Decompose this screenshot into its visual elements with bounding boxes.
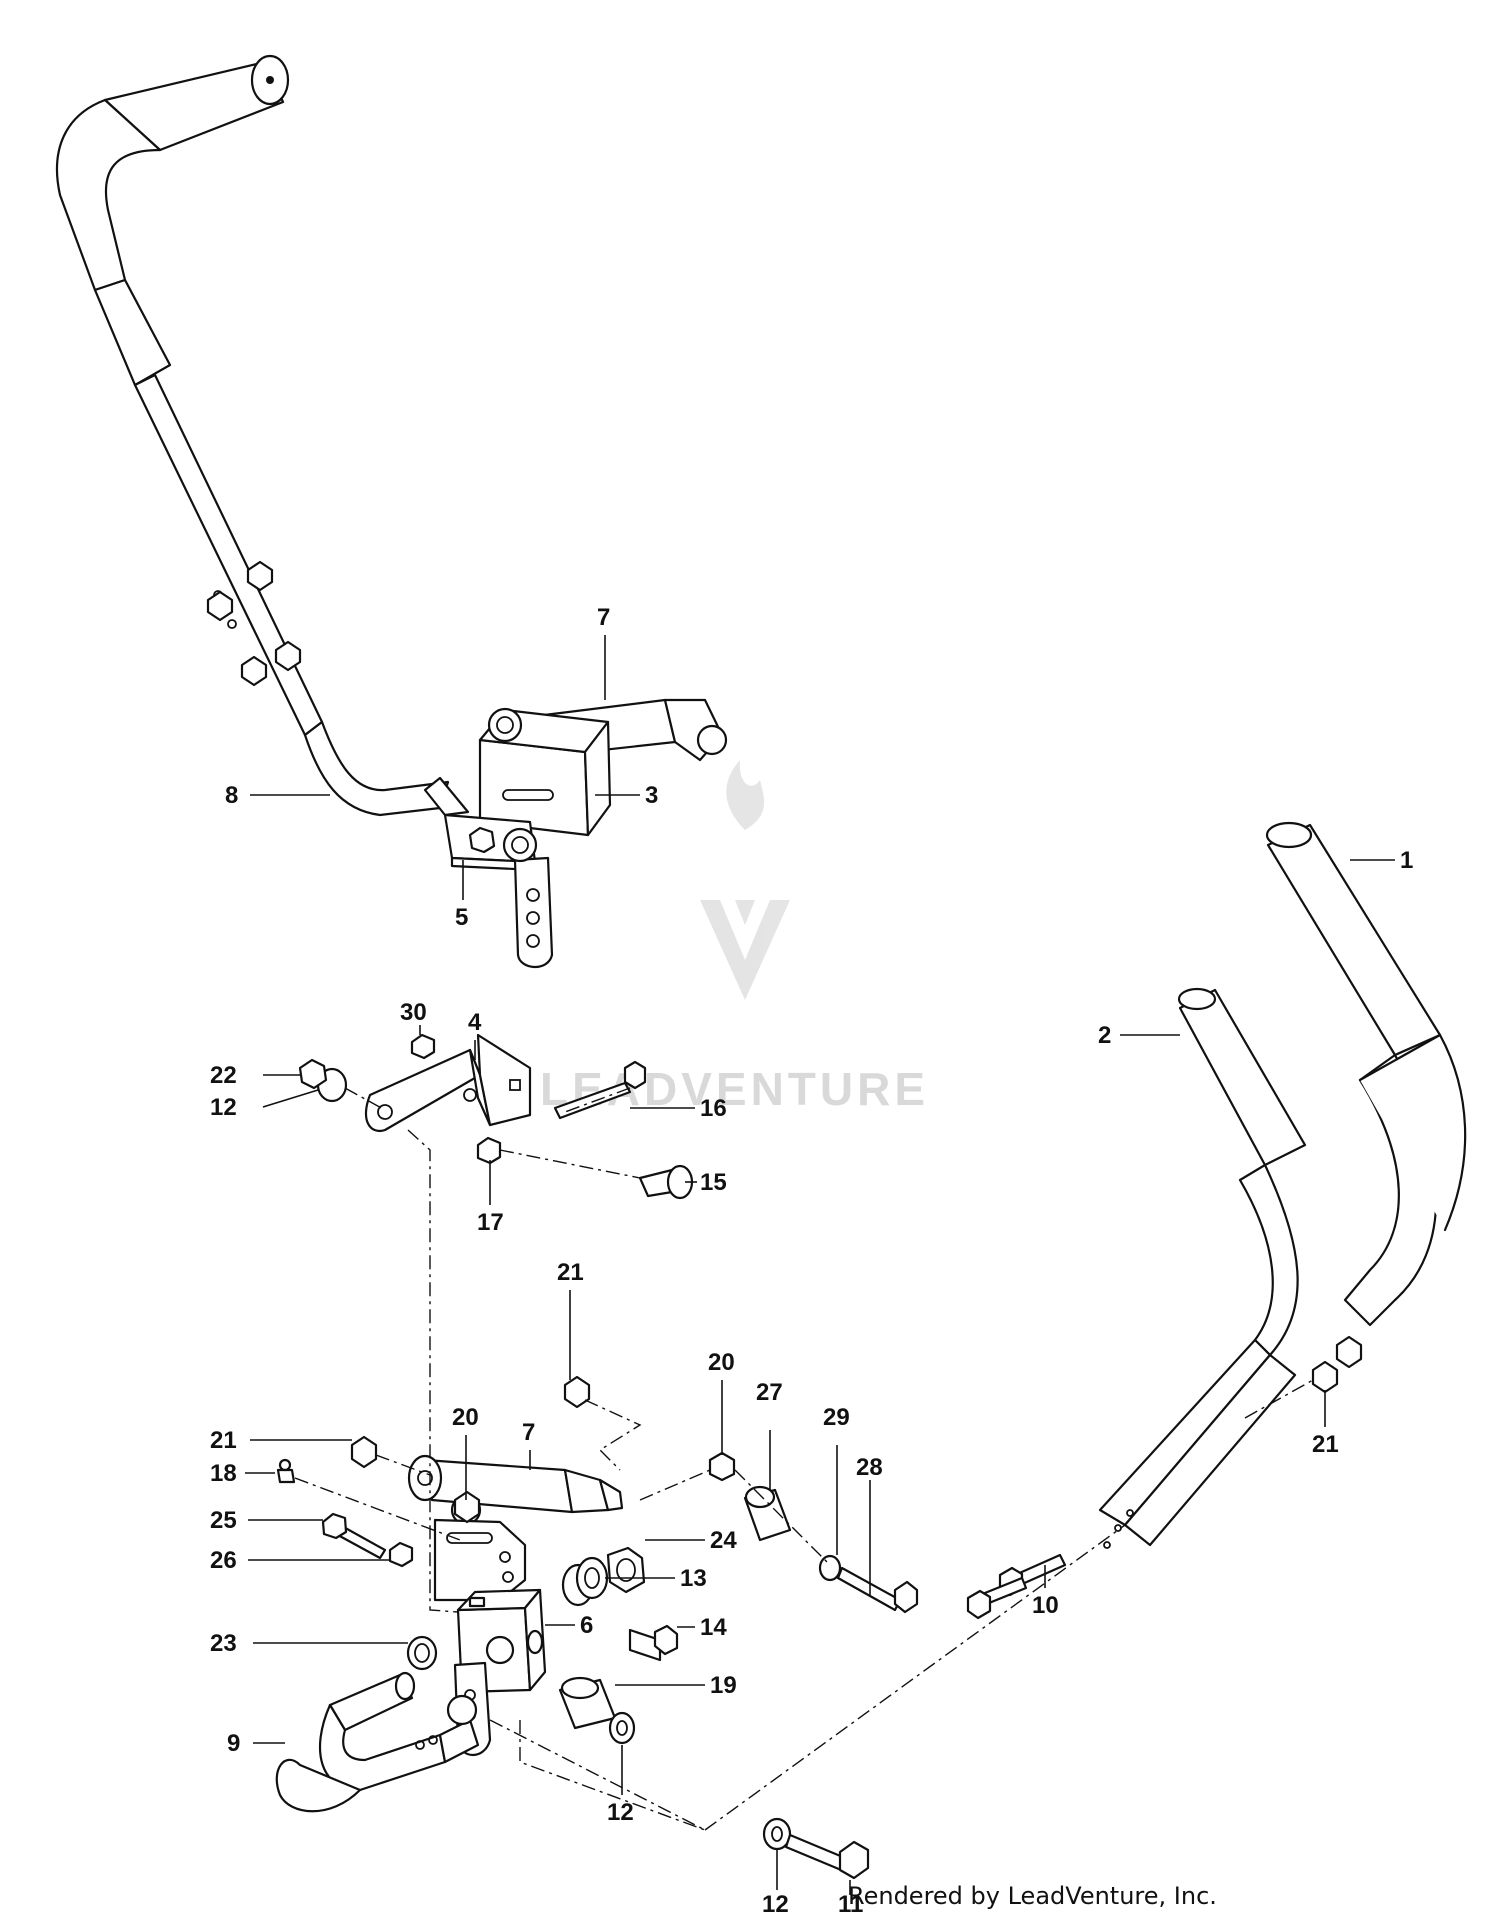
callout-11: 11	[838, 1891, 863, 1918]
callout-28: 28	[856, 1454, 883, 1481]
callout-4: 4	[468, 1009, 482, 1036]
watermark-text: LEADVENTURE	[540, 1063, 929, 1115]
callout-19: 19	[710, 1672, 737, 1699]
callout-6: 6	[580, 1612, 593, 1639]
callout-17: 17	[477, 1209, 504, 1236]
callout-8: 8	[225, 782, 238, 809]
callout-9: 9	[227, 1730, 240, 1757]
callout-labels: 1 2 3 4 5 6 7 7 8 9 10 11 12 12 12 13 14…	[210, 604, 1413, 1918]
right-handle-assembly	[966, 821, 1467, 1620]
leadventure-logo-watermark	[700, 760, 790, 1000]
callout-21-left: 21	[210, 1427, 237, 1454]
upper-handle-assembly	[55, 54, 450, 817]
callout-5: 5	[455, 904, 468, 931]
render-credit: Rendered by LeadVenture, Inc.	[848, 1882, 1217, 1910]
callout-21-middle: 21	[557, 1259, 584, 1286]
alignment-lines	[294, 1087, 1314, 1831]
callout-23: 23	[210, 1630, 237, 1657]
leader-lines	[245, 635, 1395, 1895]
callout-25: 25	[210, 1507, 237, 1534]
upper-bracket-assembly	[423, 698, 728, 969]
bracket-4-assembly	[298, 1033, 694, 1200]
callout-13: 13	[680, 1565, 707, 1592]
callout-12-upper: 12	[210, 1094, 237, 1121]
callout-18: 18	[210, 1460, 237, 1487]
callout-15: 15	[700, 1169, 727, 1196]
lower-bracket-assembly	[275, 1375, 919, 1880]
callout-1: 1	[1400, 847, 1413, 874]
callout-27: 27	[756, 1379, 783, 1406]
callout-7-upper: 7	[597, 604, 610, 631]
callout-29: 29	[823, 1404, 850, 1431]
callout-12-lower: 12	[762, 1891, 789, 1918]
callout-12-middle: 12	[607, 1799, 634, 1826]
callout-3: 3	[645, 782, 658, 809]
callout-16: 16	[700, 1095, 727, 1122]
callout-24: 24	[710, 1527, 737, 1554]
callout-10: 10	[1032, 1592, 1059, 1619]
callout-14: 14	[700, 1614, 727, 1641]
callout-22: 22	[210, 1062, 237, 1089]
callout-20-right: 20	[708, 1349, 735, 1376]
callout-7-lower: 7	[522, 1419, 535, 1446]
callout-2: 2	[1098, 1022, 1111, 1049]
callout-20-left: 20	[452, 1404, 479, 1431]
callout-30: 30	[400, 999, 427, 1026]
callout-21-right: 21	[1312, 1431, 1339, 1458]
callout-26: 26	[210, 1547, 237, 1574]
